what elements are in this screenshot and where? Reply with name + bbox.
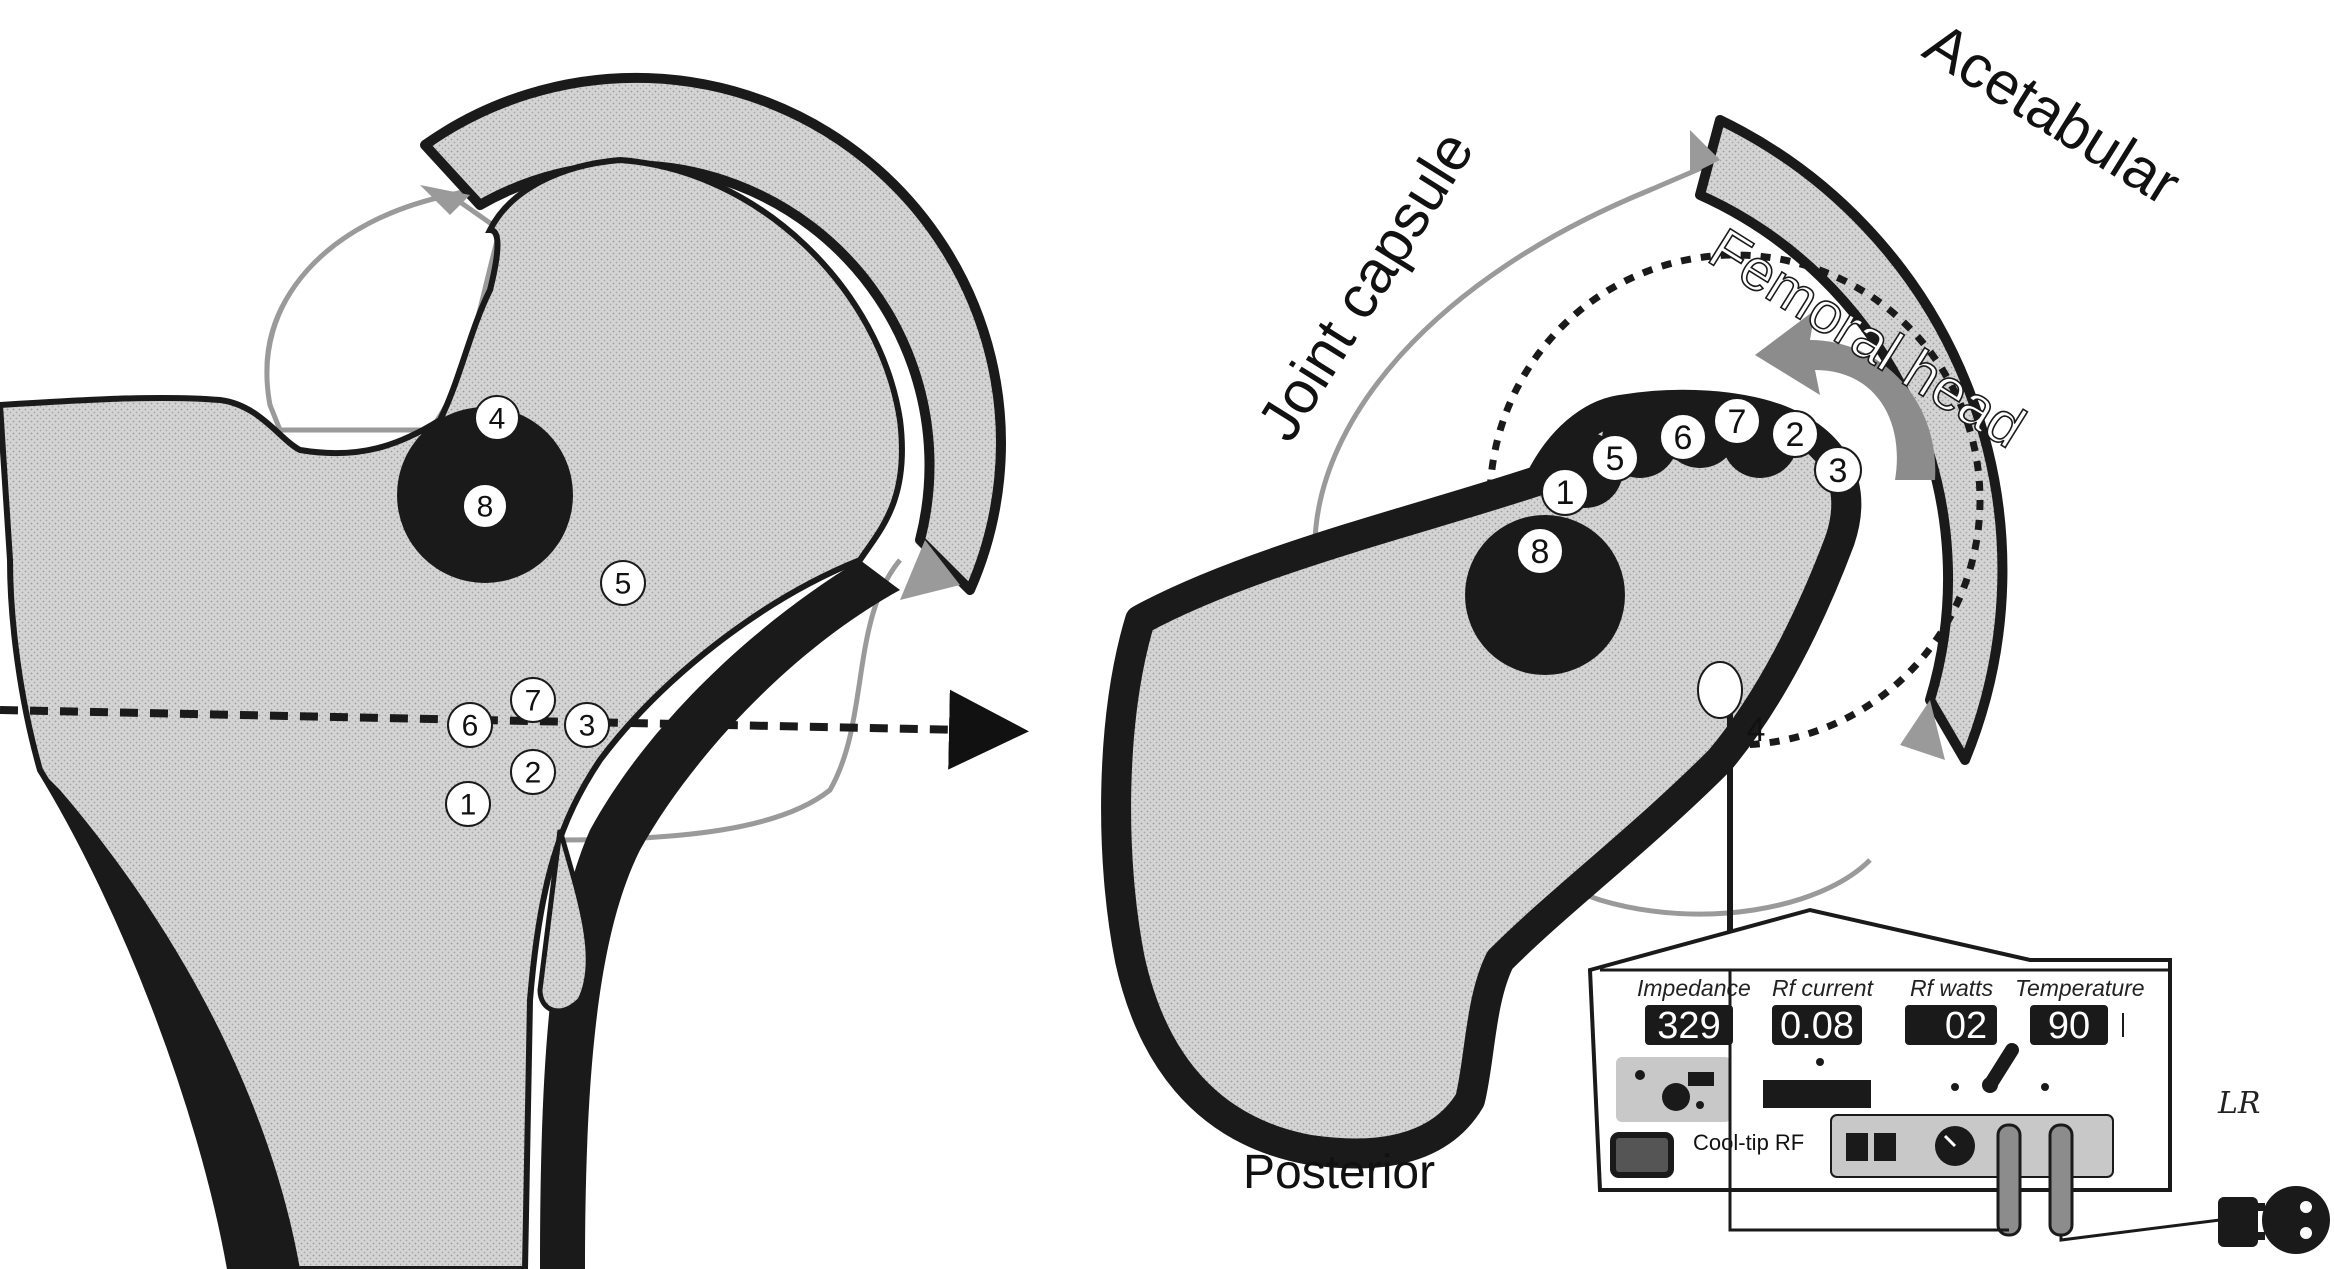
svg-text:6: 6	[462, 710, 479, 743]
left-marker-8: 8	[462, 483, 508, 529]
left-marker-2: 2	[510, 749, 556, 795]
left-marker-5: 5	[600, 560, 646, 606]
svg-text:1: 1	[460, 789, 477, 822]
label-posterior: Posterior	[1243, 1146, 1435, 1199]
left-marker-1: 1	[445, 781, 491, 827]
left-marker-6: 6	[447, 702, 493, 748]
artist-signature: LR	[2217, 1086, 2261, 1121]
svg-text:5: 5	[1606, 440, 1625, 478]
label-acetabular: Acetabular	[1913, 9, 2192, 218]
right-axial-panel: 1 5 6 7 2 3 8 4 Joint capsule	[1101, 9, 2330, 1254]
right-marker-6: 6	[1659, 413, 1707, 461]
readout-rf-current: Rf current 0.08	[1772, 975, 1875, 1047]
readout-rf-watts: Rf watts 02	[1905, 975, 1997, 1047]
svg-text:1: 1	[1556, 474, 1575, 512]
svg-text:3: 3	[579, 710, 596, 743]
right-marker-8: 8	[1516, 527, 1564, 575]
svg-text:5: 5	[615, 568, 632, 601]
right-marker-7: 7	[1713, 397, 1761, 445]
right-marker-2: 2	[1771, 410, 1819, 458]
output-slot	[1763, 1080, 1871, 1108]
svg-text:329: 329	[1657, 1005, 1720, 1047]
svg-text:8: 8	[477, 491, 494, 524]
svg-text:4: 4	[1747, 711, 1766, 749]
svg-text:Temperature: Temperature	[2015, 975, 2145, 1001]
svg-text:7: 7	[525, 685, 542, 718]
left-marker-4: 4	[474, 395, 520, 441]
svg-text:Impedance: Impedance	[1637, 975, 1751, 1001]
svg-text:0.08: 0.08	[1780, 1005, 1854, 1047]
rf-generator: Impedance 329 Rf current 0.08 Rf watts 0…	[1587, 907, 2221, 1242]
left-marker-7: 7	[510, 677, 556, 723]
svg-text:2: 2	[1786, 416, 1805, 454]
cable-connector-2	[2048, 1123, 2074, 1237]
svg-text:4: 4	[489, 403, 506, 436]
svg-text:6: 6	[1674, 419, 1693, 457]
svg-text:3: 3	[1829, 452, 1848, 490]
right-marker-3: 3	[1814, 446, 1862, 494]
right-marker-4: 4	[1747, 711, 1766, 749]
svg-text:8: 8	[1531, 533, 1550, 571]
svg-text:Rf current: Rf current	[1772, 975, 1875, 1001]
right-marker-1: 1	[1541, 468, 1589, 516]
svg-text:7: 7	[1728, 403, 1747, 441]
power-plug	[2218, 1186, 2330, 1254]
right-acetabulum	[1695, 115, 2008, 765]
power-switch[interactable]	[1610, 1132, 1674, 1178]
readout-temperature: Temperature 90	[2015, 975, 2145, 1047]
power-lever[interactable]	[1982, 1043, 2019, 1093]
left-femur-panel: 4 8 5 7 6 3 2 1	[0, 72, 1029, 1269]
svg-text:02: 02	[1945, 1005, 1987, 1047]
readout-impedance: Impedance 329	[1637, 975, 1751, 1047]
cable-connector-1	[1996, 1123, 2022, 1237]
right-marker-5: 5	[1591, 434, 1639, 482]
right-femur-bone	[1101, 389, 1862, 1169]
svg-text:2: 2	[525, 757, 542, 790]
rotation-arrow	[1755, 310, 1936, 480]
left-marker-3: 3	[564, 702, 610, 748]
generator-brand: Cool-tip RF	[1693, 1130, 1804, 1155]
svg-text:90: 90	[2048, 1005, 2090, 1047]
svg-text:Rf watts: Rf watts	[1910, 975, 1994, 1001]
left-acetabulum	[420, 72, 1006, 595]
right-nidus	[1465, 515, 1625, 675]
